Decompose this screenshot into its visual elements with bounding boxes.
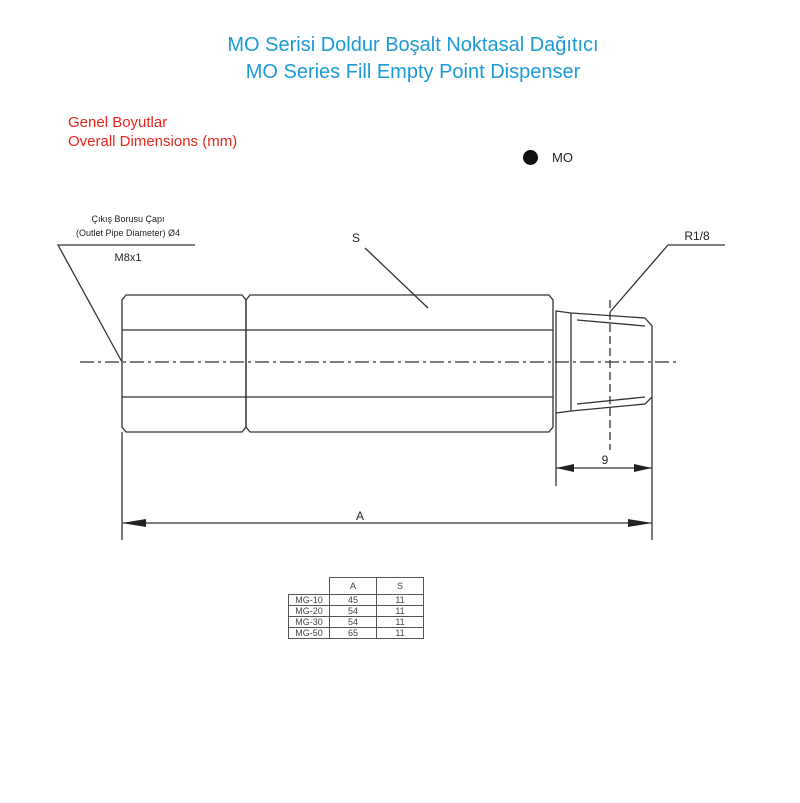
legend-label: MO bbox=[552, 150, 573, 165]
arrow-icon bbox=[628, 519, 652, 527]
s-cell: 11 bbox=[376, 605, 424, 617]
hex-body-right bbox=[245, 294, 554, 433]
model-cell: MG-30 bbox=[288, 616, 330, 628]
hex-body-left bbox=[121, 294, 247, 433]
thread-label: M8x1 bbox=[115, 252, 142, 264]
outlet-label-tr: Çıkış Borusu Çapı bbox=[91, 214, 164, 224]
col-header-s: S bbox=[376, 577, 424, 595]
s-cell: 11 bbox=[376, 616, 424, 628]
leader-port bbox=[609, 244, 725, 313]
table-row: MG-50 65 11 bbox=[288, 627, 424, 639]
title-en: MO Series Fill Empty Point Dispenser bbox=[245, 61, 581, 83]
s-cell: 11 bbox=[376, 594, 424, 606]
overall-length-label: A bbox=[356, 509, 364, 523]
table-row: MG-20 54 11 bbox=[288, 605, 424, 617]
col-header-a: A bbox=[329, 577, 377, 595]
leader-hex bbox=[364, 247, 429, 309]
leader-outlet bbox=[56, 244, 195, 363]
model-cell: MG-20 bbox=[288, 605, 330, 617]
a-cell: 65 bbox=[329, 627, 377, 639]
s-cell: 11 bbox=[376, 627, 424, 639]
bullet-icon bbox=[523, 150, 538, 165]
port-label: R1/8 bbox=[684, 229, 710, 243]
title-tr: MO Serisi Doldur Boşalt Noktasal Dağıtıc… bbox=[227, 34, 599, 56]
a-cell: 45 bbox=[329, 594, 377, 606]
model-cell: MG-50 bbox=[288, 627, 330, 639]
legend: MO bbox=[523, 150, 573, 165]
outlet-label-en: (Outlet Pipe Diameter) Ø4 bbox=[76, 228, 180, 238]
arrow-icon bbox=[634, 464, 652, 472]
arrow-icon bbox=[122, 519, 146, 527]
a-cell: 54 bbox=[329, 616, 377, 628]
model-cell: MG-10 bbox=[288, 594, 330, 606]
table-row: MG-30 54 11 bbox=[288, 616, 424, 628]
arrow-icon bbox=[556, 464, 574, 472]
section-title-en: Overall Dimensions (mm) bbox=[68, 133, 238, 150]
table-row: MG-10 45 11 bbox=[288, 594, 424, 606]
dimensions-table: A S MG-10 45 11 MG-20 54 11 MG-30 54 11 … bbox=[288, 577, 424, 639]
section-title-tr: Genel Boyutlar bbox=[68, 114, 168, 131]
a-cell: 54 bbox=[329, 605, 377, 617]
thread-length-label: 9 bbox=[602, 453, 609, 467]
hex-label: S bbox=[352, 231, 360, 245]
